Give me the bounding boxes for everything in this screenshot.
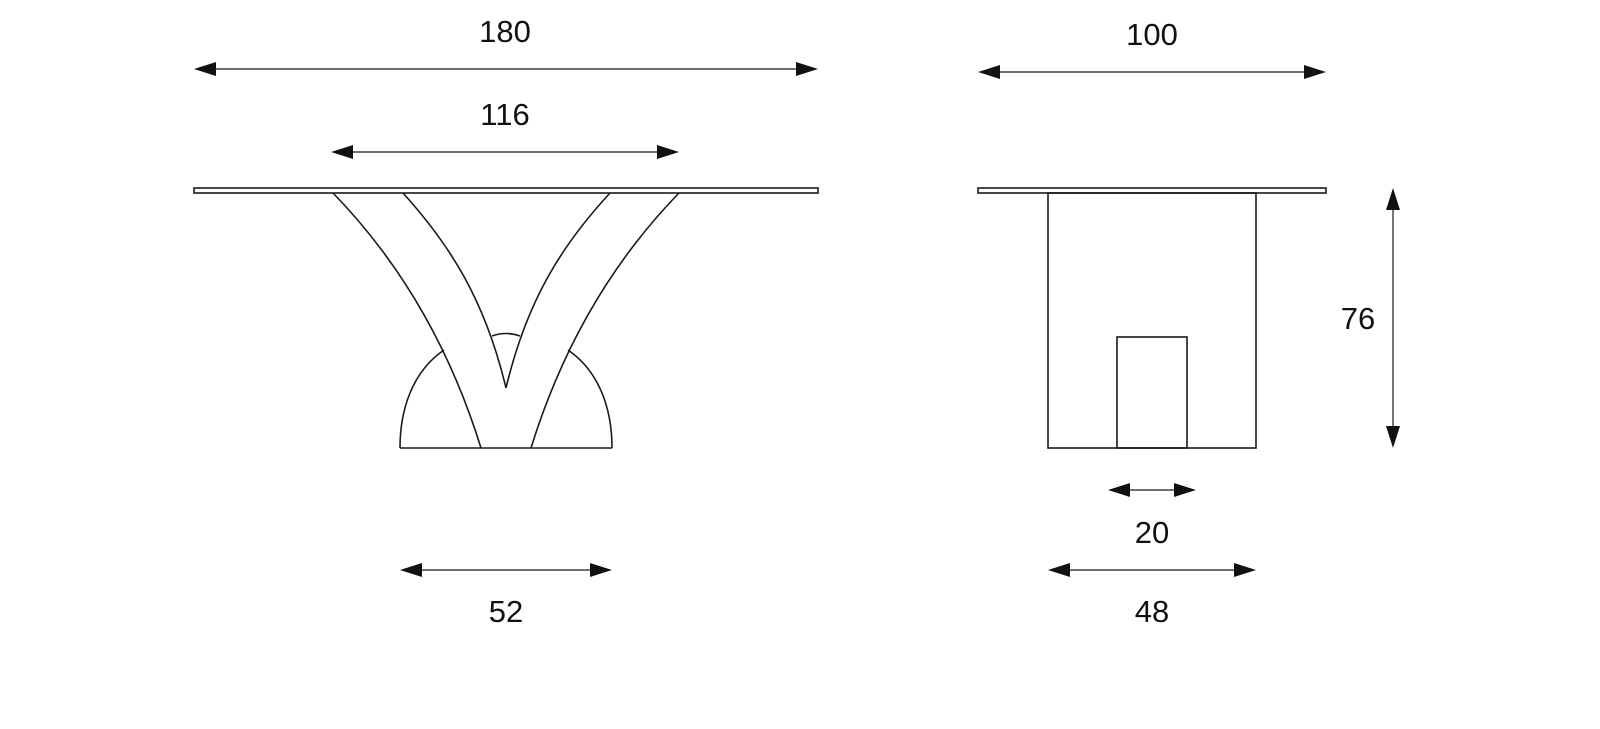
dimension-overall-width: 180 [194, 14, 818, 76]
side-view: 100 76 20 48 [977, 17, 1400, 629]
dimension-overall-depth: 100 [978, 17, 1326, 79]
front-tabletop [193, 187, 819, 194]
front-pedestal [399, 349, 613, 449]
dimension-label-base-span: 116 [480, 97, 529, 132]
dimension-base-depth: 48 [1048, 563, 1256, 629]
dimension-label-foot-width: 20 [1135, 515, 1169, 550]
side-base [1047, 192, 1257, 449]
front-v-base [332, 192, 680, 449]
side-foot [1116, 336, 1188, 449]
dimension-foot-width: 20 [1108, 483, 1196, 550]
dimension-label-height: 76 [1341, 301, 1375, 336]
dimension-base-width: 52 [400, 563, 612, 629]
dimension-label-overall-depth: 100 [1126, 17, 1178, 52]
front-view: 180 116 [193, 14, 819, 629]
dimension-height: 76 [1341, 188, 1400, 448]
dimension-label-base-width: 52 [489, 594, 523, 629]
dimension-label-overall-width: 180 [479, 14, 531, 49]
dimension-label-base-depth: 48 [1135, 594, 1169, 629]
dimension-base-span: 116 [331, 97, 679, 159]
